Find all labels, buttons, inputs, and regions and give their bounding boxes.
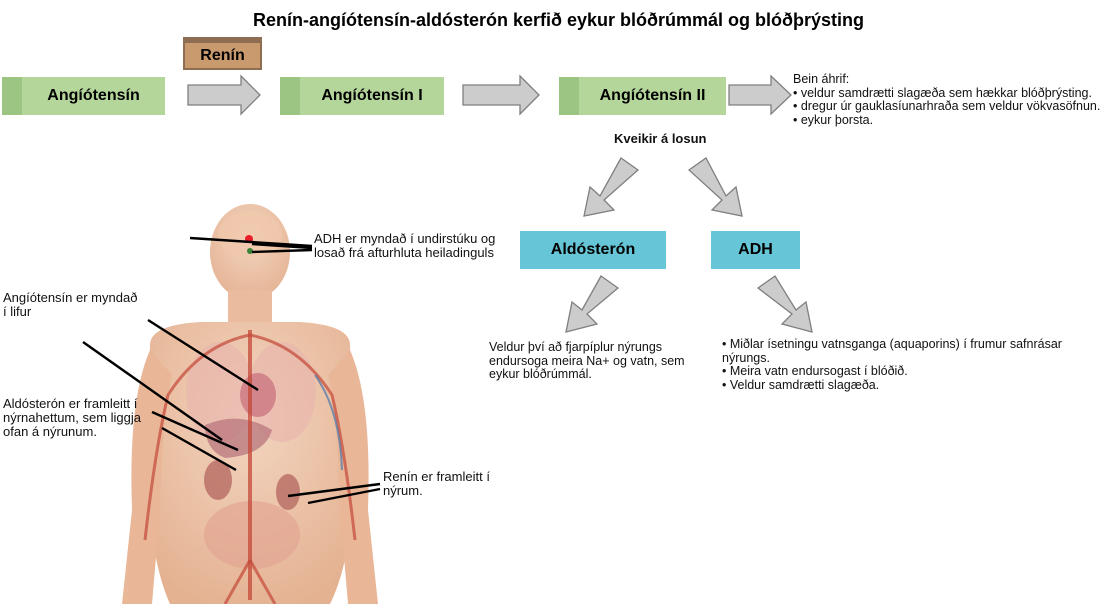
arrow-to-aldosteron [583,157,640,217]
right-kidney-shape [276,474,300,510]
renin-box-label: Renín [200,46,245,64]
brain-shape [218,211,282,259]
vein-line [314,374,343,471]
aldosteron-box-label: Aldósterón [550,241,636,258]
adh-pointer-line-1 [189,236,313,248]
left-arm-shape [122,350,172,604]
right-arm-shape [328,350,378,604]
aldosteron-origin-label: Aldósterón er framleitt í nýrnahettum, s… [3,397,141,439]
direct-effects-heading: Bein áhrif: [793,72,850,86]
arrow-adh-to-effect [756,275,813,333]
angiotensin-origin-label: Angíótensín er myndað í lifur [3,291,137,319]
neck-shape [228,290,272,328]
adh-effect-line: • Meira vatn endursogast í blóðið. [722,364,908,378]
arrow-angiotensin1-to-angiotensin2 [462,74,540,116]
leg-artery-line [223,559,277,604]
adh-effect-line: • Miðlar ísetningu vatnsganga (aquaporin… [722,337,1062,351]
left-artery-line [143,333,251,541]
angiotensin-pointer-line [147,318,259,392]
aldosteron-pointer-line-3 [161,426,237,472]
aldosteron-origin-line: ofan á nýrunum. [3,424,97,439]
arrow-aldosteron-to-effect [565,275,620,333]
left-kidney-shape [204,460,232,500]
renin-origin-label: Renín er framleitt í nýrum. [383,470,490,498]
direct-effect-item: • dregur úr gauklasíunarhraða sem veldur… [793,99,1101,113]
adh-origin-line: losað frá afturhluta heiladinguls [314,245,494,260]
liver-shape [205,418,272,458]
angiotensin-box-label: Angíótensín [47,87,140,104]
adh-effect-line: • Veldur samdrætti slagæða. [722,377,880,392]
renin-pointer-line-2 [307,487,381,505]
angiotensin-origin-line: Angíótensín er myndað [3,290,138,305]
direct-effects: Bein áhrif: • veldur samdrætti slagæða s… [793,72,1101,127]
arrow-angiotensin2-to-effects [728,74,792,116]
left-lung-shape [186,342,254,442]
diagram-title: Renín-angíótensín-aldósterón kerfið eyku… [252,10,865,30]
adh-origin-line: ADH er myndað í undirstúku og [314,231,496,246]
aldosteron-effect-line: Veldur því að fjarpíplur nýrungs [489,340,663,354]
aldosteron-effect-line: endursoga meira Na+ og vatn, sem [489,353,685,368]
angiotensin-box: Angíótensín [2,77,165,115]
adh-box: ADH [711,231,800,269]
aldosteron-box: Aldósterón [520,231,666,269]
aldosteron-effect-text: Veldur því að fjarpíplur nýrungs endurso… [489,340,685,382]
adh-effect-line: nýrungs. [722,350,770,365]
adh-origin-label: ADH er myndað í undirstúku og losað frá … [314,232,495,260]
renin-pointer-line-1 [287,482,381,498]
angiotensin-origin-line: í lifur [3,304,32,319]
triggers-release-label: Kveikir á losun [614,131,707,146]
pituitary-dot [247,248,253,254]
aldosteron-pointer-line-1 [82,341,223,441]
adh-box-label: ADH [738,241,773,258]
direct-effect-item: • eykur þorsta. [793,112,874,127]
right-lung-shape [248,342,316,442]
right-artery-line [249,333,357,541]
arrow-angiotensin-to-angiotensin1 [187,74,261,116]
adh-pointer-line-2 [251,242,313,250]
arrow-to-adh [687,157,743,217]
angiotensin2-box: Angíótensín II [559,77,726,115]
aldosteron-origin-line: nýrnahettum, sem liggja [3,410,142,425]
aldosteron-origin-line: Aldósterón er framleitt í [3,396,138,411]
angiotensin2-box-label: Angíótensín II [599,87,706,104]
aldosteron-pointer-line-2 [151,410,239,452]
aldosteron-effect-line: eykur blóðrúmmál. [489,367,592,381]
adh-effect-text: • Miðlar ísetningu vatnsganga (aquaporin… [722,337,1062,392]
renin-origin-line: Renín er framleitt í [383,469,490,484]
angiotensin1-box-label: Angíótensín I [321,87,423,104]
renin-box: Renín [183,37,262,70]
adh-pointer-line-3 [251,248,313,254]
direct-effect-item: • veldur samdrætti slagæða sem hækkar bl… [793,85,1092,100]
angiotensin1-box: Angíótensín I [280,77,444,115]
renin-origin-line: nýrum. [383,483,423,498]
